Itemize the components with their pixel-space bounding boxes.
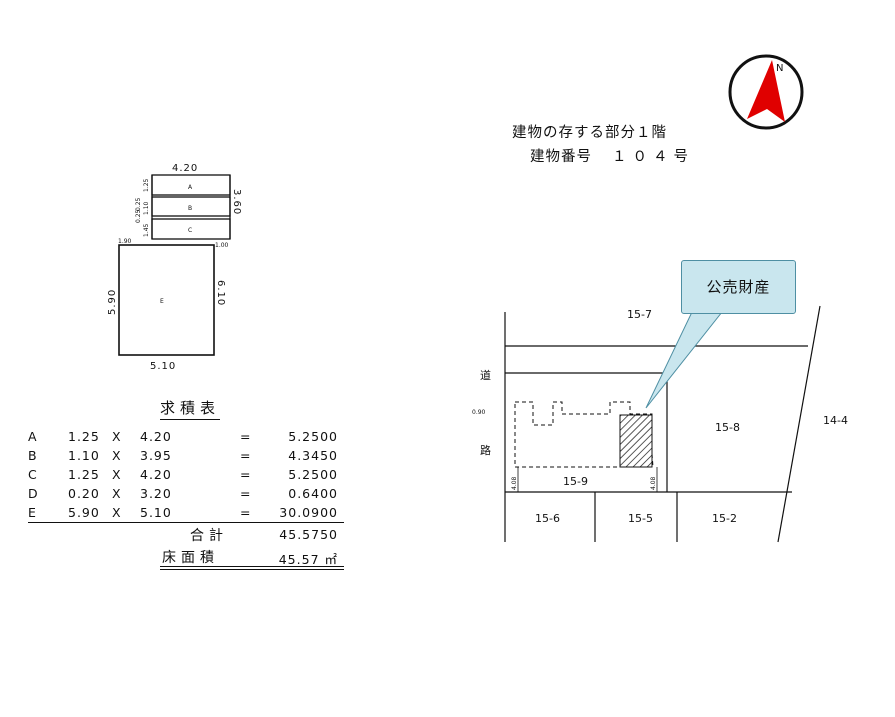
- setback-left: 4.08: [511, 476, 518, 490]
- area-calculation-table: 求積表 A 1.25 X 4.20 = 5.2500 B 1.10 X 3.95…: [28, 397, 358, 577]
- floor-heading: 建物の存する部分１階: [512, 125, 667, 141]
- floor-area-label: 床面積: [162, 550, 219, 566]
- dim-left-offset: 1.90: [118, 238, 132, 245]
- public-sale-property-callout: 公売財産: [681, 260, 796, 314]
- setback-right: 4.08: [650, 476, 657, 490]
- building-outline: [514, 401, 654, 468]
- north-arrow-icon: [747, 60, 785, 122]
- road-label-2: 路: [480, 444, 491, 457]
- dim-gap2: 0.25: [135, 209, 142, 223]
- dim-e-right: 6.10: [215, 280, 226, 306]
- lot-15-6: 15-6: [535, 512, 560, 525]
- north-label: N: [776, 63, 783, 74]
- floor-area-underline: [160, 566, 344, 567]
- total-value: 45.5750: [279, 527, 338, 542]
- room-e-label: E: [160, 298, 164, 305]
- road-label-1: 道: [480, 368, 491, 382]
- room-c-label: C: [188, 227, 192, 234]
- room-e: [118, 244, 215, 356]
- floor-plan: A B C E 4.20 3.60 1.25 0.25 1.10 0.25 1.…: [107, 163, 242, 372]
- floor-area-value: 45.57 ㎡: [278, 552, 338, 567]
- dim-top-width: 4.20: [172, 163, 198, 174]
- dim-b-height: 1.10: [143, 201, 150, 215]
- lot-15-8: 15-8: [715, 421, 740, 434]
- floor-area-underline: [160, 569, 344, 570]
- site-map: 4.08 4.08 0.90 道 路 15-7 15-8 14-4 15-9 1…: [472, 305, 848, 543]
- public-sale-property-area: [619, 414, 653, 468]
- north-compass: N: [728, 54, 804, 130]
- lot-14-4: 14-4: [823, 414, 848, 427]
- room-b-label: B: [188, 205, 192, 212]
- table-title: 求積表: [160, 397, 221, 420]
- dim-c-height: 1.45: [143, 223, 150, 237]
- road-width: 0.90: [472, 409, 486, 416]
- dim-a-height: 1.25: [143, 178, 150, 192]
- building-number-label: 建物番号: [530, 149, 592, 165]
- dim-right-offset: 1.00: [215, 242, 229, 249]
- building-number: １０４号: [612, 149, 694, 165]
- room-a-label: A: [188, 184, 193, 191]
- lot-15-5: 15-5: [628, 512, 653, 525]
- dim-right-height: 3.60: [231, 189, 242, 215]
- callout-pointer: [645, 311, 724, 409]
- lot-15-9: 15-9: [563, 475, 588, 488]
- lot-15-7: 15-7: [627, 308, 652, 321]
- dim-e-bottom: 5.10: [150, 361, 176, 372]
- subtotal-rule: [28, 522, 344, 523]
- dim-gap1: 0.25: [135, 197, 142, 211]
- lot-15-2: 15-2: [712, 512, 737, 525]
- total-label: 合計: [190, 528, 228, 544]
- dim-e-left: 5.90: [107, 289, 118, 315]
